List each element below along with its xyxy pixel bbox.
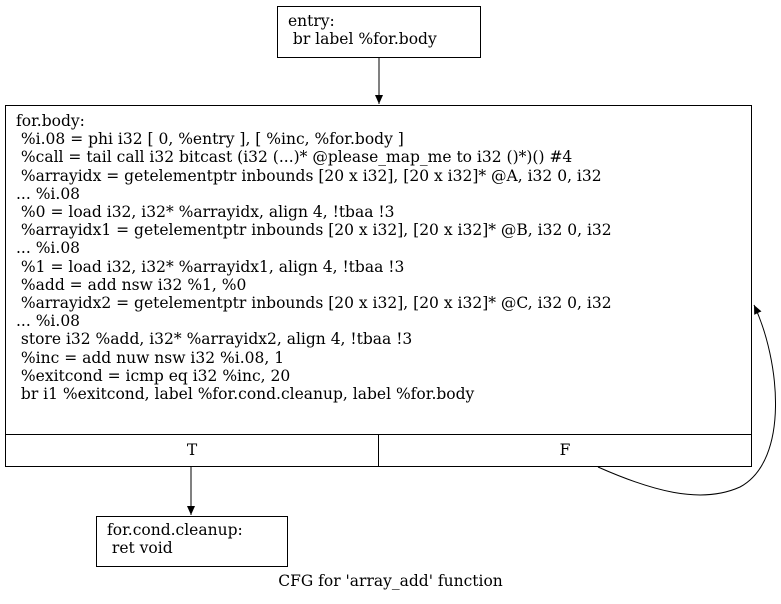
diagram-caption: CFG for 'array_add' function [278,572,503,590]
node-entry: entry: br label %for.body [277,6,481,58]
port-false: F [378,435,751,466]
node-for-body-label: for.body: %i.08 = phi i32 [ 0, %entry ],… [16,112,612,404]
node-for-body-ports: T F [6,434,751,466]
edge-for-body-false-loop [597,304,776,496]
node-for-cond-cleanup: for.cond.cleanup: ret void [96,516,288,567]
node-entry-label: entry: br label %for.body [288,12,437,49]
port-true: T [186,441,198,460]
node-for-body: for.body: %i.08 = phi i32 [ 0, %entry ],… [5,105,752,467]
node-for-cond-cleanup-label: for.cond.cleanup: ret void [107,521,243,558]
